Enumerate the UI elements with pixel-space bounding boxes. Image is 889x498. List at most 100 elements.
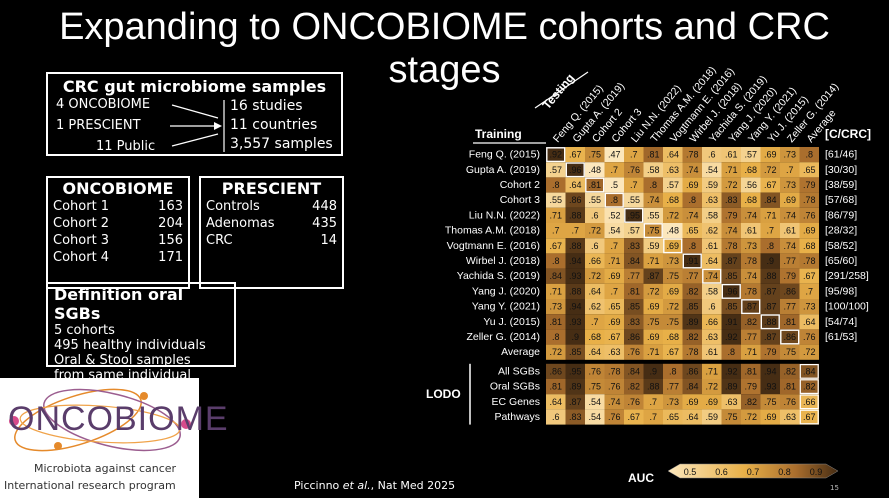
- cell-value: .93: [569, 271, 582, 281]
- lodo-cell: [624, 363, 644, 379]
- heatmap-cell: [799, 268, 819, 284]
- cell-value: .71: [608, 256, 621, 266]
- heatmap-cell: [702, 299, 722, 315]
- cell-value: .65: [686, 226, 699, 236]
- lodo-cell: [741, 394, 761, 410]
- heatmap-cell: [643, 207, 663, 223]
- heatmap-cell: [702, 253, 722, 269]
- heatmap-cell: [663, 268, 683, 284]
- source-public: 11 Public: [96, 139, 156, 154]
- lodo-cell: [682, 379, 702, 395]
- heatmap-cell: [565, 192, 585, 208]
- lodo-cell: [604, 363, 624, 379]
- cell-value: .87: [647, 271, 660, 281]
- cell-value: .88: [569, 286, 582, 296]
- lodo-cell: [760, 394, 780, 410]
- heatmap-cell: [604, 344, 624, 360]
- lodo-row-label: EC Genes: [492, 396, 540, 408]
- lodo-cell: [760, 363, 780, 379]
- heatmap-cell: [702, 192, 722, 208]
- logo-orbits-icon: [9, 388, 191, 452]
- lodo-cell: [682, 409, 702, 425]
- lodo-cell-value: .78: [608, 366, 621, 376]
- heatmap-cell: [760, 314, 780, 330]
- lodo-cell: [565, 363, 585, 379]
- heatmap-cell: [799, 192, 819, 208]
- lodo-cell: [721, 409, 741, 425]
- cell-value: .58: [647, 165, 660, 175]
- cell-value: .85: [725, 302, 738, 312]
- heatmap-cell: [741, 314, 761, 330]
- heatmap-cell: [799, 162, 819, 178]
- heatmap-cell: [604, 192, 624, 208]
- cell-value: .86: [783, 286, 796, 296]
- heatmap-cell: [760, 207, 780, 223]
- summary-samples: 3,557 samples: [230, 136, 333, 152]
- heatmap-cell: [643, 329, 663, 345]
- heatmap-cell: [741, 207, 761, 223]
- legend-label: AUC: [628, 471, 654, 485]
- lodo-cell: [663, 409, 683, 425]
- lodo-cell-value: .75: [764, 397, 777, 407]
- lodo-row-label: Oral SGBs: [490, 381, 540, 393]
- legend-tick: 0.9: [810, 467, 823, 477]
- lodo-cell-value: .69: [705, 397, 718, 407]
- cell-value: .57: [627, 226, 640, 236]
- cell-value: .7: [630, 180, 638, 190]
- diagonal-highlight: [721, 283, 741, 299]
- heatmap-cell: [760, 344, 780, 360]
- row-label: Cohort 3: [500, 194, 540, 206]
- heatmap-cell: [780, 268, 800, 284]
- lodo-cell-value: .63: [783, 412, 796, 422]
- heatmap-cell: [702, 207, 722, 223]
- lodo-cell: [721, 379, 741, 395]
- cell-value: .77: [783, 256, 796, 266]
- heatmap-cell: [585, 329, 605, 345]
- heatmap-cell: [682, 268, 702, 284]
- cell-value: .89: [686, 317, 699, 327]
- heatmap-cell: [799, 147, 819, 163]
- cell-value: .6: [591, 210, 599, 220]
- lodo-cell: [799, 363, 819, 379]
- cell-value: .64: [666, 150, 679, 160]
- diagonal-highlight: [682, 253, 702, 269]
- heatmap-cell: [546, 268, 566, 284]
- heatmap-cell: [721, 207, 741, 223]
- heatmap-cell: [721, 223, 741, 239]
- lodo-cell-value: .82: [783, 366, 796, 376]
- case-control-count: [54/74]: [825, 316, 857, 328]
- heatmap-cell: [585, 268, 605, 284]
- cell-value: .55: [627, 195, 640, 205]
- cell-value: .86: [783, 332, 796, 342]
- lodo-cell: [799, 379, 819, 395]
- cell-value: .88: [764, 271, 777, 281]
- lodo-cell-value: .82: [744, 397, 757, 407]
- heatmap-cell: [585, 207, 605, 223]
- heatmap-cell: [624, 268, 644, 284]
- diagonal-highlight: [760, 314, 780, 330]
- lodo-cell-value: .63: [725, 397, 738, 407]
- cell-value: .94: [569, 302, 582, 312]
- cell-value: .69: [686, 180, 699, 190]
- lodo-cell-value: .81: [549, 382, 562, 392]
- case-control-count: [65/60]: [825, 255, 857, 267]
- heatmap-cell: [780, 253, 800, 269]
- cell-value: .7: [610, 286, 618, 296]
- cell-value: .69: [783, 195, 796, 205]
- cell-value: .77: [627, 271, 640, 281]
- row-label: Yu J. (2015): [483, 316, 540, 328]
- lodo-cell: [702, 379, 722, 395]
- lodo-cell-value: .54: [588, 397, 601, 407]
- heatmap-cell: [741, 268, 761, 284]
- lodo-cell: [702, 409, 722, 425]
- lodo-cell-value: .76: [608, 382, 621, 392]
- heatmap-cell: [565, 162, 585, 178]
- cell-value: .71: [725, 165, 738, 175]
- cell-value: .86: [627, 332, 640, 342]
- heatmap-cell: [760, 223, 780, 239]
- cell-value: .67: [803, 271, 816, 281]
- cell-value: .69: [666, 286, 679, 296]
- heatmap-cell: [604, 329, 624, 345]
